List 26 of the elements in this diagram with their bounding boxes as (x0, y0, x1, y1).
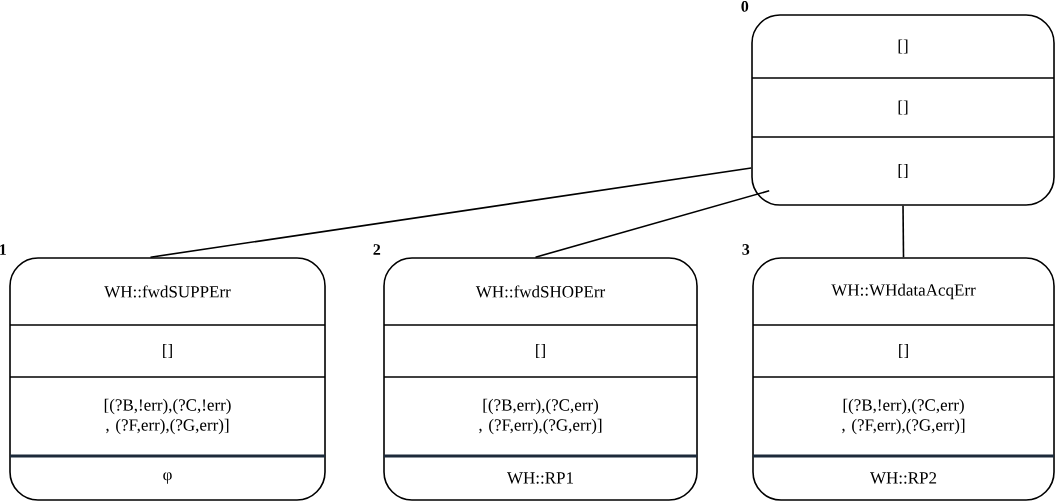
compartment-text: φ (163, 472, 172, 484)
state-number: 1 (0, 244, 6, 255)
compartment-text: WH::RP2 (870, 472, 937, 484)
compartment-text: [] (898, 100, 908, 115)
compartment-text: [] (536, 343, 545, 359)
compartment-text: [] (898, 163, 908, 179)
state-box (741, 1, 1055, 206)
compartment-text: [] (899, 343, 908, 359)
compartment-text: [] (163, 343, 172, 359)
state-number: 2 (373, 244, 381, 255)
compartment-text: WH::fwdSUPPErr (104, 285, 231, 298)
state-box (742, 244, 1055, 501)
compartment-text: [] (898, 39, 908, 54)
compartment-text: [(?B,!err),(?C,err) , (?F,err),(?G,err)] (842, 398, 965, 435)
compartment-text: WH::WHdataAcqErr (831, 283, 976, 300)
connector-line (534, 190, 770, 258)
compartment-text: WH::fwdSHOPErr (475, 285, 606, 298)
compartment-text: [(?B,err),(?C,err) , (?F,err),(?G,err)] (479, 398, 602, 435)
connector-line (149, 167, 752, 258)
connector-line (902, 205, 905, 258)
compartment-text: [(?B,!err),(?C,!err) , (?F,err),(?G,err)] (104, 398, 231, 435)
state-box (373, 244, 698, 501)
state-number: 0 (741, 1, 749, 12)
state-number: 3 (742, 244, 750, 255)
state-box (0, 244, 326, 501)
compartment-text: WH::RP1 (507, 472, 573, 484)
